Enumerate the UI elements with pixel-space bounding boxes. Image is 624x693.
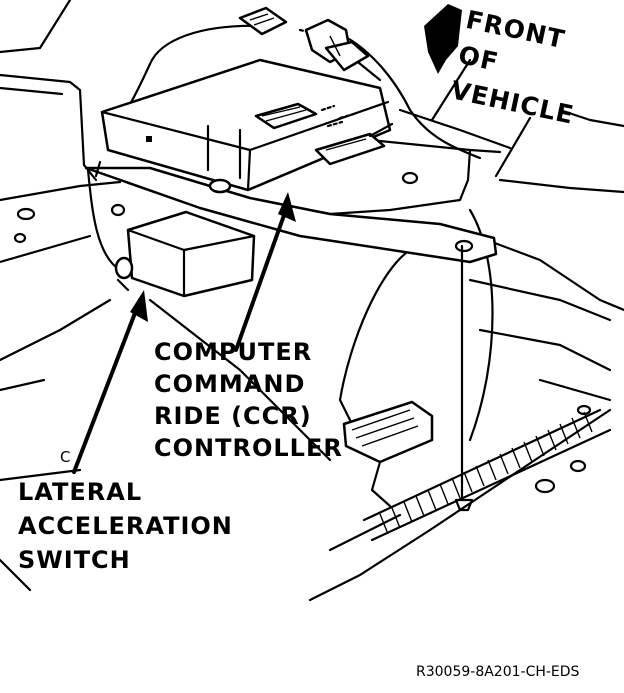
ccr-controller-box [100, 58, 394, 194]
corrugated-conduit [362, 408, 612, 542]
lateral-acceleration-switch [114, 210, 256, 298]
top-connector-right [304, 18, 370, 72]
harness-connector [342, 400, 434, 508]
c-mark-label: C [60, 448, 71, 466]
leader-arrow-ccr [234, 192, 296, 352]
lateral-acceleration-switch-label: LATERAL ACCELERATION SWITCH [18, 478, 233, 574]
front-direction-arrow [424, 4, 532, 178]
reference-code-label: R30059-8A201-CH-EDS [416, 664, 580, 680]
vehicle-panel [0, 0, 624, 602]
ccr-controller-label: COMPUTER COMMAND RIDE (CCR) CONTROLLER [154, 338, 343, 462]
leader-arrow-switch [72, 290, 148, 474]
top-connector-left [238, 6, 288, 36]
